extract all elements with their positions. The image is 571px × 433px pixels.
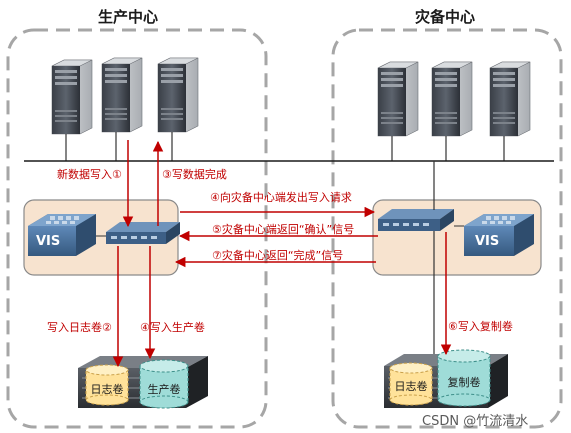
step4-production-label: ④写入生产卷 — [140, 321, 205, 334]
replica-volume-label: 复制卷 — [447, 376, 481, 389]
vis-label: VIS — [475, 234, 500, 249]
log-volume-cylinder — [85, 364, 129, 406]
watermark: CSDN @竹流清水 — [422, 414, 529, 429]
vis-appliance-icon — [464, 214, 534, 256]
switch-icon — [378, 209, 454, 231]
disaster-site-boundary — [331, 28, 563, 429]
server-icon — [101, 57, 143, 133]
server-icon — [489, 61, 531, 137]
step6-label: ⑥写入复制卷 — [448, 320, 513, 333]
step3-label: ③写数据完成 — [162, 168, 227, 181]
log-volume-label: 日志卷 — [90, 383, 124, 396]
production-site-boundary — [6, 28, 268, 429]
vis-label: VIS — [36, 234, 61, 249]
server-icon — [51, 59, 93, 135]
step1-label: 新数据写入① — [57, 168, 122, 181]
step2-label: 写入日志卷② — [47, 321, 112, 334]
server-icon — [377, 61, 419, 137]
production-volume-cylinder — [139, 359, 189, 409]
log-volume-cylinder — [389, 362, 433, 406]
server-icon — [431, 61, 473, 137]
server-icon — [157, 57, 199, 133]
log-volume-label: 日志卷 — [394, 380, 428, 393]
production-site-title: 生产中心 — [98, 8, 159, 26]
step4-remote-label: ④向灾备中心端发出写入请求 — [210, 191, 352, 204]
switch-icon — [106, 222, 180, 244]
production-volume-label: 生产卷 — [147, 383, 181, 396]
step5-label: ⑤灾备中心端返回“确认”信号 — [212, 223, 355, 236]
disaster-site-title: 灾备中心 — [415, 8, 476, 26]
step7-label: ⑦灾备中心返回“完成”信号 — [212, 249, 344, 262]
vis-appliance-icon — [28, 214, 96, 256]
